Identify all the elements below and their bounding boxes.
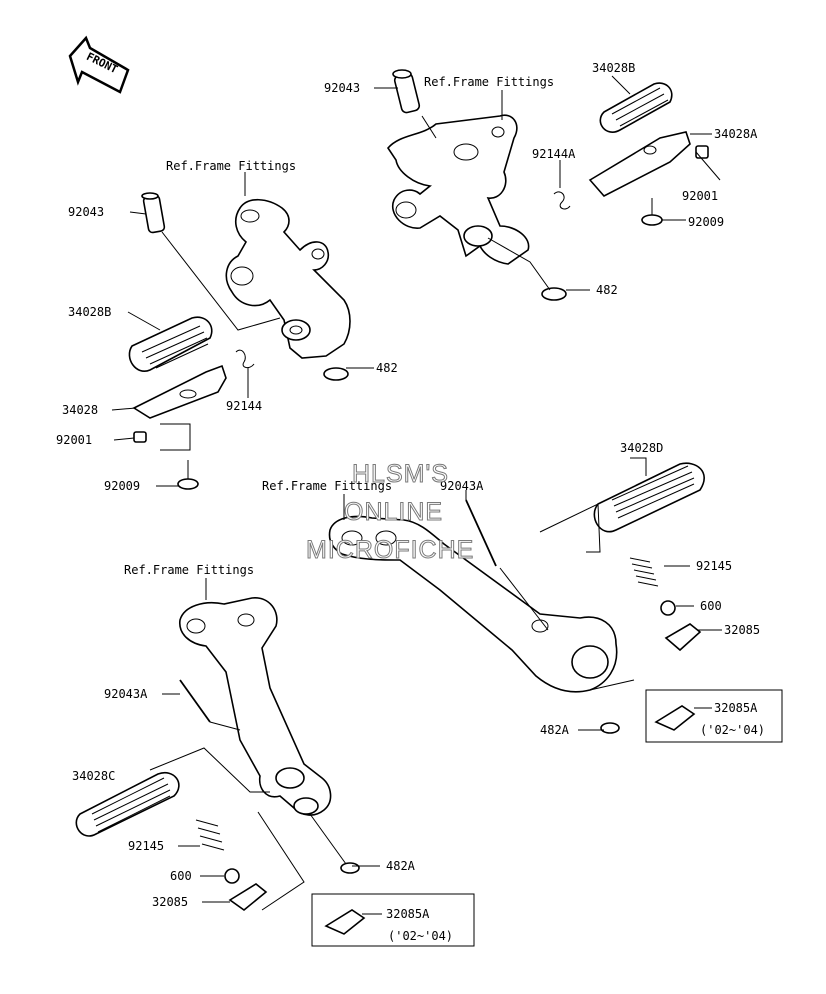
part-label: 92145 bbox=[128, 839, 164, 853]
pin-92043A-right bbox=[465, 499, 497, 567]
part-label: 92009 bbox=[104, 479, 140, 493]
rider-footrest-bracket-left bbox=[225, 198, 351, 359]
ref-label: Ref.Frame Fittings bbox=[262, 479, 392, 493]
ball-600-right bbox=[660, 600, 676, 616]
part-label: 92043 bbox=[324, 81, 360, 95]
washer-482A-right bbox=[600, 722, 620, 734]
footpeg-34028C bbox=[75, 771, 180, 837]
part-label: 32085 bbox=[724, 623, 760, 637]
watermark-line: HLSM'S bbox=[352, 460, 449, 488]
washer-482-left bbox=[323, 367, 349, 381]
pin-92043A-left bbox=[179, 679, 211, 723]
detent-32085-left bbox=[228, 883, 268, 912]
part-label: 600 bbox=[170, 869, 192, 883]
part-label: 32085 bbox=[152, 895, 188, 909]
footpeg-34028D bbox=[593, 462, 705, 533]
watermark-line: MICROFICHE bbox=[306, 536, 474, 564]
passenger-footrest-bracket-right bbox=[328, 515, 618, 693]
footpeg-rubber-34028B-left bbox=[128, 316, 213, 372]
bolt-92001-left bbox=[133, 431, 147, 443]
part-label: 92144A bbox=[532, 147, 576, 161]
part-label: 92043A bbox=[440, 479, 484, 493]
part-label: 32085A bbox=[714, 701, 758, 715]
part-label: 34028B bbox=[68, 305, 111, 319]
part-label: 92001 bbox=[682, 189, 718, 203]
spring-92144-left bbox=[235, 349, 255, 369]
passenger-footrest-bracket-left bbox=[179, 597, 332, 816]
part-labels: Ref.Frame Fittings Ref.Frame Fittings Re… bbox=[56, 61, 765, 943]
leaders-bottom-right bbox=[343, 457, 722, 731]
footpeg-rubber-34028B-right bbox=[599, 82, 673, 133]
part-label: 34028B bbox=[592, 61, 635, 75]
part-label: 92043 bbox=[68, 205, 104, 219]
part-label: 482A bbox=[386, 859, 416, 873]
part-note: ('02~'04) bbox=[388, 929, 453, 943]
rider-footrest-bracket-right bbox=[386, 114, 530, 265]
ref-label: Ref.Frame Fittings bbox=[124, 563, 254, 577]
detent-32085-right bbox=[664, 623, 702, 652]
part-label: 92043A bbox=[104, 687, 148, 701]
part-label: 92001 bbox=[56, 433, 92, 447]
front-arrow-icon: FRONT bbox=[68, 35, 130, 94]
part-label: 482 bbox=[376, 361, 398, 375]
spring-92144A-right bbox=[553, 191, 571, 210]
inset-box-32085A-left bbox=[311, 893, 475, 947]
ref-label: Ref.Frame Fittings bbox=[424, 75, 554, 89]
screw-92009-right bbox=[641, 198, 663, 226]
part-label: 34028 bbox=[62, 403, 98, 417]
footpeg-34028-left bbox=[132, 364, 227, 419]
part-label: 92009 bbox=[688, 215, 724, 229]
bolt-92001-right bbox=[695, 145, 709, 159]
part-note: ('02~'04) bbox=[700, 723, 765, 737]
part-label: 34028C bbox=[72, 769, 115, 783]
spring-92145-left bbox=[195, 819, 225, 851]
ball-600-left bbox=[224, 868, 240, 884]
part-label: 32085A bbox=[386, 907, 430, 921]
leaders-bottom-left bbox=[149, 578, 382, 915]
footpeg-34028A-right bbox=[588, 131, 691, 197]
part-label: 34028A bbox=[714, 127, 758, 141]
ref-label: Ref.Frame Fittings bbox=[166, 159, 296, 173]
part-label: 600 bbox=[700, 599, 722, 613]
part-label: 92145 bbox=[696, 559, 732, 573]
part-label: 482 bbox=[596, 283, 618, 297]
leaders-top-left bbox=[111, 172, 374, 487]
part-label: 92144 bbox=[226, 399, 262, 413]
pin-92043-left bbox=[141, 192, 166, 234]
spring-92145-right bbox=[629, 557, 659, 587]
washer-482-right bbox=[541, 287, 567, 301]
screw-92009-left bbox=[177, 460, 199, 490]
watermark-line: ONLINE bbox=[344, 498, 443, 526]
pin-92043-right bbox=[392, 69, 421, 114]
washer-482A-left bbox=[340, 862, 360, 874]
watermark: HLSM'S ONLINE MICROFICHE bbox=[306, 460, 474, 565]
part-label: 34028D bbox=[620, 441, 663, 455]
inset-box-32085A-right bbox=[645, 689, 783, 743]
part-label: 482A bbox=[540, 723, 570, 737]
leaders-top-right bbox=[374, 75, 721, 291]
